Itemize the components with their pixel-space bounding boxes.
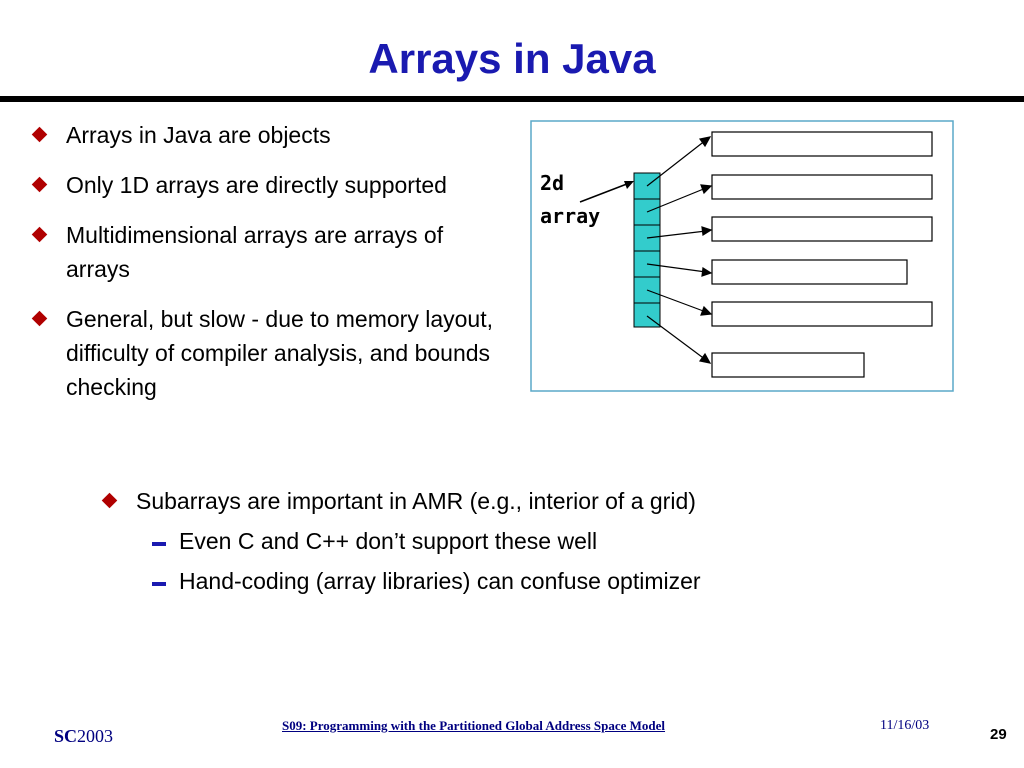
pointer-arrowhead	[700, 305, 713, 316]
bullet-item: Only 1D arrays are directly supported	[30, 168, 510, 202]
diamond-bullet-icon	[31, 126, 48, 143]
pointer-arrow	[646, 315, 707, 361]
row-array	[711, 259, 908, 285]
bullet-item: Arrays in Java are objects	[30, 118, 510, 152]
dash-bullet-icon	[152, 582, 166, 586]
sub-bullet-text: Subarrays are important in AMR (e.g., in…	[136, 488, 696, 514]
diamond-bullet-icon	[101, 492, 118, 509]
dash-item: Hand-coding (array libraries) can confus…	[100, 564, 880, 598]
label-pointer-arrow	[579, 181, 633, 203]
pointer-arrow	[646, 139, 707, 187]
pointer-arrow	[646, 289, 707, 313]
pointer-arrowhead	[700, 184, 713, 195]
diagram-label-array: array	[540, 204, 600, 228]
bullet-text: Arrays in Java are objects	[66, 122, 331, 148]
label-pointer-arrowhead	[624, 181, 634, 189]
logo-bold-text: SC	[54, 726, 78, 746]
conference-logo: SC2003	[54, 726, 113, 747]
dash-bullet-icon	[152, 542, 166, 546]
diagram-label-2d: 2d	[540, 171, 564, 195]
pointer-arrowhead	[701, 266, 713, 277]
page-number: 29	[990, 726, 1007, 743]
array-diagram: 2d array	[530, 120, 954, 392]
diamond-bullet-icon	[31, 226, 48, 243]
sub-section: Subarrays are important in AMR (e.g., in…	[100, 484, 880, 598]
diamond-bullet-icon	[31, 176, 48, 193]
bullet-text: Multidimensional arrays are arrays of ar…	[66, 222, 444, 282]
row-array	[711, 301, 933, 327]
pointer-arrow	[646, 230, 707, 239]
row-array	[711, 352, 865, 378]
sub-bullet-item: Subarrays are important in AMR (e.g., in…	[100, 484, 880, 518]
row-array	[711, 174, 933, 200]
title-divider	[0, 96, 1024, 102]
slide-footer: SC2003 S09: Programming with the Partiti…	[0, 712, 1024, 768]
pointer-arrow	[646, 187, 707, 213]
diamond-bullet-icon	[31, 310, 48, 327]
dash-item-text: Even C and C++ don’t support these well	[179, 528, 598, 554]
pointer-arrowhead	[701, 226, 713, 237]
bullet-text: Only 1D arrays are directly supported	[66, 172, 447, 198]
pointer-arrow	[646, 263, 707, 273]
diagram-frame	[530, 120, 954, 392]
slide-title: Arrays in Java	[368, 35, 656, 82]
course-link[interactable]: S09: Programming with the Partitioned Gl…	[282, 718, 666, 733]
row-array	[711, 131, 933, 157]
dash-item-text: Hand-coding (array libraries) can confus…	[179, 568, 701, 594]
dash-item: Even C and C++ don’t support these well	[100, 524, 880, 558]
pointer-arrowhead	[698, 136, 712, 148]
column-array	[633, 172, 661, 328]
pointer-arrowhead	[698, 352, 712, 364]
logo-year-text: 2003	[77, 726, 114, 746]
pointer-arrows	[646, 136, 713, 364]
bullet-list: Arrays in Java are objects Only 1D array…	[30, 118, 510, 420]
slide-date: 11/16/03	[880, 718, 930, 733]
row-arrays	[711, 131, 933, 378]
bullet-item: General, but slow - due to memory layout…	[30, 302, 510, 404]
bullet-item: Multidimensional arrays are arrays of ar…	[30, 218, 510, 286]
bullet-text: General, but slow - due to memory layout…	[66, 306, 493, 400]
row-array	[711, 216, 933, 242]
